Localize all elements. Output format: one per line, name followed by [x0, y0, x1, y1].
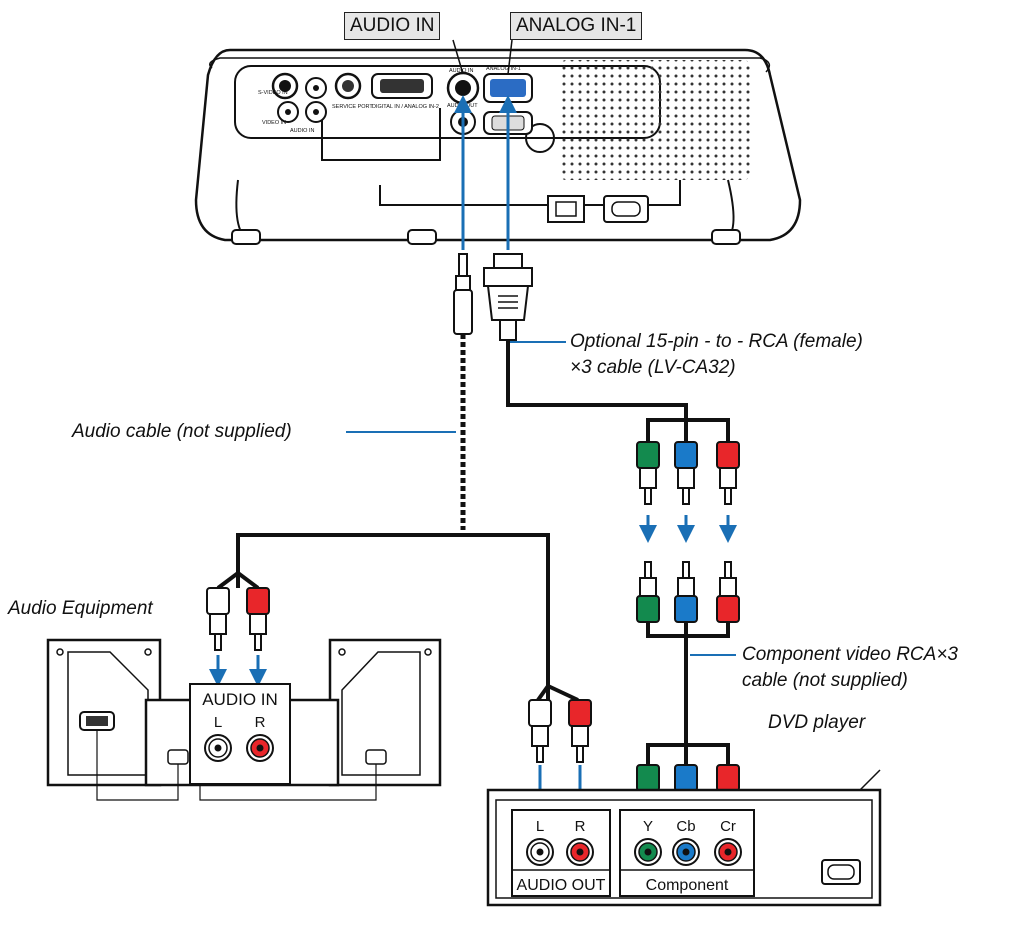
- audio-in-panel-right: R: [255, 714, 266, 731]
- projector-insert-arrows: [454, 95, 517, 250]
- female-rca-ends: [636, 441, 740, 505]
- audio-in-port-label: AUDIO IN: [344, 12, 441, 40]
- audio-equipment-callout: Audio Equipment: [8, 598, 153, 619]
- panel-label-svideo: S-VIDEO IN: [258, 90, 288, 96]
- dvd-player: L R AUDIO OUT Y Cb Cr Component: [486, 769, 882, 907]
- dvd-y-label: Y: [643, 818, 653, 835]
- audio-equipment-insert-arrows: [209, 655, 267, 687]
- audio-cable-equipment-plugs: [206, 587, 270, 651]
- dvd-audio-left: L: [536, 818, 544, 835]
- audio-cable: [216, 334, 579, 702]
- audio-equipment: AUDIO IN L R: [46, 638, 442, 801]
- audio-in-panel-title: AUDIO IN: [202, 690, 278, 709]
- dvd-audio-right: R: [575, 818, 586, 835]
- component-cable-callout-line1: Component video RCA×3: [742, 644, 958, 665]
- projector: S-VIDEO IN VIDEO IN AUDIO IN SERVICE POR…: [194, 48, 802, 245]
- audio-cable-callout: Audio cable (not supplied): [72, 421, 292, 442]
- panel-label-audio-in: AUDIO IN: [290, 128, 314, 134]
- audio-in-panel: [189, 683, 291, 785]
- panel-label-digital: DIGITAL IN / ANALOG IN-2: [372, 104, 439, 110]
- vga-plug: [483, 253, 533, 341]
- panel-label-p-analog: ANALOG IN-1: [486, 66, 521, 72]
- dvd-component-label: Component: [646, 877, 729, 894]
- optional-cable-callout-line2: ×3 cable (LV-CA32): [570, 357, 736, 378]
- component-cable-upper-plugs: [636, 561, 740, 623]
- rca-join-arrows: [639, 515, 737, 543]
- mini-jack-plug: [453, 253, 473, 335]
- audio-cable-dvd-plugs: [528, 699, 592, 763]
- vga-to-rca-cable: [506, 340, 730, 442]
- component-cable: [646, 622, 730, 765]
- dvd-cb-label: Cb: [676, 818, 695, 835]
- dvd-player-callout: DVD player: [768, 712, 866, 733]
- component-cable-callout-line2: cable (not supplied): [742, 670, 908, 691]
- callout-leaders: [346, 341, 736, 656]
- analog-in-port-label: ANALOG IN-1: [510, 12, 643, 40]
- audio-in-panel-left: L: [214, 714, 222, 731]
- optional-cable-callout-line1: Optional 15-pin - to - RCA (female): [570, 331, 863, 352]
- dvd-cr-label: Cr: [720, 818, 736, 835]
- panel-label-p-audio-in: AUDIO IN: [449, 68, 473, 74]
- panel-label-video: VIDEO IN: [262, 120, 286, 126]
- panel-label-service: SERVICE PORT: [332, 104, 373, 110]
- dvd-audio-out-label: AUDIO OUT: [517, 877, 606, 894]
